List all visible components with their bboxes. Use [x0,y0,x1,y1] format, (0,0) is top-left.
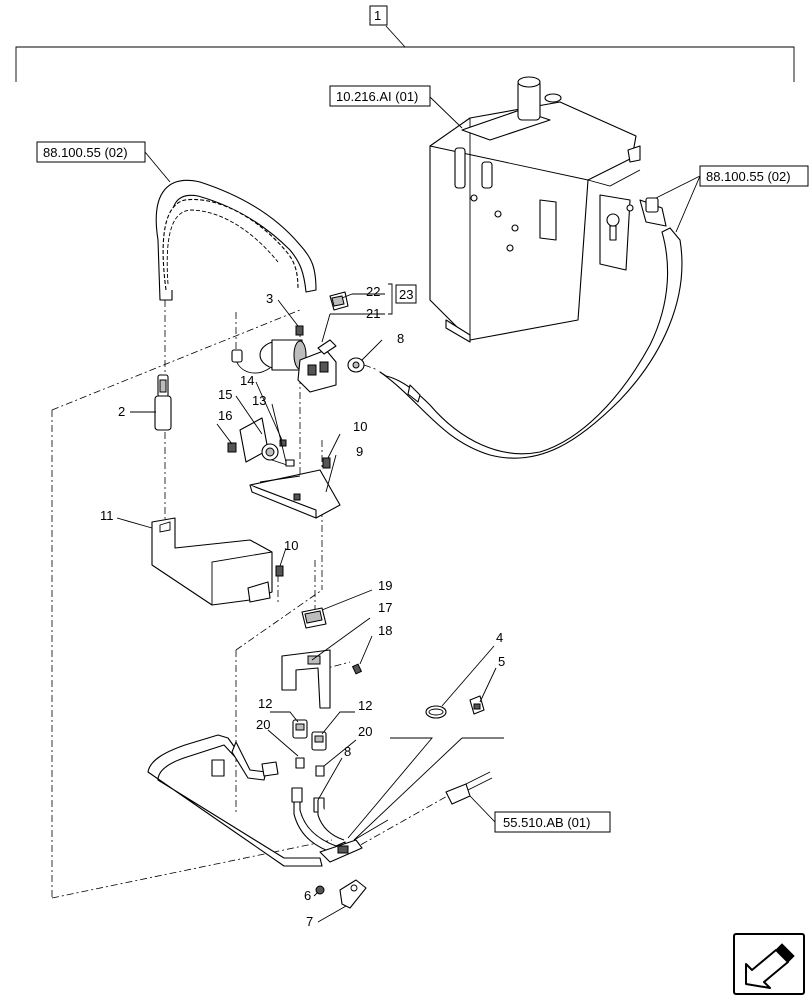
callout-16[interactable]: 16 [218,408,232,423]
coiled-hose [155,179,317,301]
part-8-grommet [347,357,365,373]
part-20-terminal-right [315,765,325,777]
harness-ref-link[interactable]: 55.510.AB (01) [503,815,590,830]
callout-12-right[interactable]: 12 [358,698,372,713]
leader-lines [116,293,497,923]
callout-2[interactable]: 2 [118,404,125,419]
callout-15[interactable]: 15 [218,387,232,402]
callout-8-upper[interactable]: 8 [397,331,404,346]
hydraulic-tank [429,76,641,343]
callout-17[interactable]: 17 [378,600,392,615]
callout-13[interactable]: 13 [252,393,266,408]
callout-22[interactable]: 22 [366,284,380,299]
callout-7[interactable]: 7 [306,914,313,929]
callout-20-right[interactable]: 20 [358,724,372,739]
part-2-sensor [154,374,172,431]
callout-11[interactable]: 11 [100,508,114,523]
assembly-label: 1 [374,8,381,23]
part-3-bolt [295,325,304,336]
part-9-plate [249,469,341,519]
part-15-bracket [227,417,295,467]
callout-10-upper[interactable]: 10 [353,419,367,434]
callout-18[interactable]: 18 [378,623,392,638]
callout-19[interactable]: 19 [378,578,392,593]
callout-5[interactable]: 5 [498,654,505,669]
callout-10-lower[interactable]: 10 [284,538,298,553]
callout-6[interactable]: 6 [304,888,311,903]
assembly-label-box[interactable] [369,5,388,26]
part-12-connector-left [292,719,308,739]
callout-14[interactable]: 14 [240,373,254,388]
callout-4[interactable]: 4 [496,630,503,645]
next-page-arrow-icon[interactable] [733,933,805,995]
callout-21[interactable]: 21 [366,306,380,321]
kit-23-bracket: 23 [388,283,417,315]
harness-reference: 55.510.AB (01) [347,737,611,841]
right-hose [379,197,683,459]
callout-8-lower[interactable]: 8 [344,744,351,759]
part-10-bolt-lower [275,565,284,577]
callout-9[interactable]: 9 [356,444,363,459]
part-19-switch [301,607,327,629]
part-12-connector-right [311,731,327,751]
hose-right-ref-link[interactable]: 88.100.55 (02) [706,169,791,184]
part-17-bracket [281,649,331,709]
part-4-ring [425,705,447,719]
callout-20-left[interactable]: 20 [256,717,270,732]
part-10-bolt-upper [322,457,331,469]
callout-3[interactable]: 3 [266,291,273,306]
callouts: 2 3 4 5 6 7 8 8 9 10 10 11 12 12 13 14 1… [100,284,505,929]
hose-right-reference: 88.100.55 (02) [655,165,809,233]
assembly-bracket: 1 [15,5,795,82]
hose-left-reference: 88.100.55 (02) [36,141,171,183]
callout-12-left[interactable]: 12 [258,696,272,711]
wiring-harness [147,734,493,867]
tank-reference: 10.216.AI (01) [329,85,463,129]
part-20-terminal-left [295,757,305,769]
part-22-connector [329,291,349,311]
tank-ref-link[interactable]: 10.216.AI (01) [336,89,418,104]
kit-23-ref-link[interactable]: 23 [399,287,413,302]
hose-left-ref-link[interactable]: 88.100.55 (02) [43,145,128,160]
part-7-bracket [339,879,367,909]
part-18-screw [351,663,363,675]
part-11-cover [151,517,273,606]
part-21-pump [231,339,337,393]
